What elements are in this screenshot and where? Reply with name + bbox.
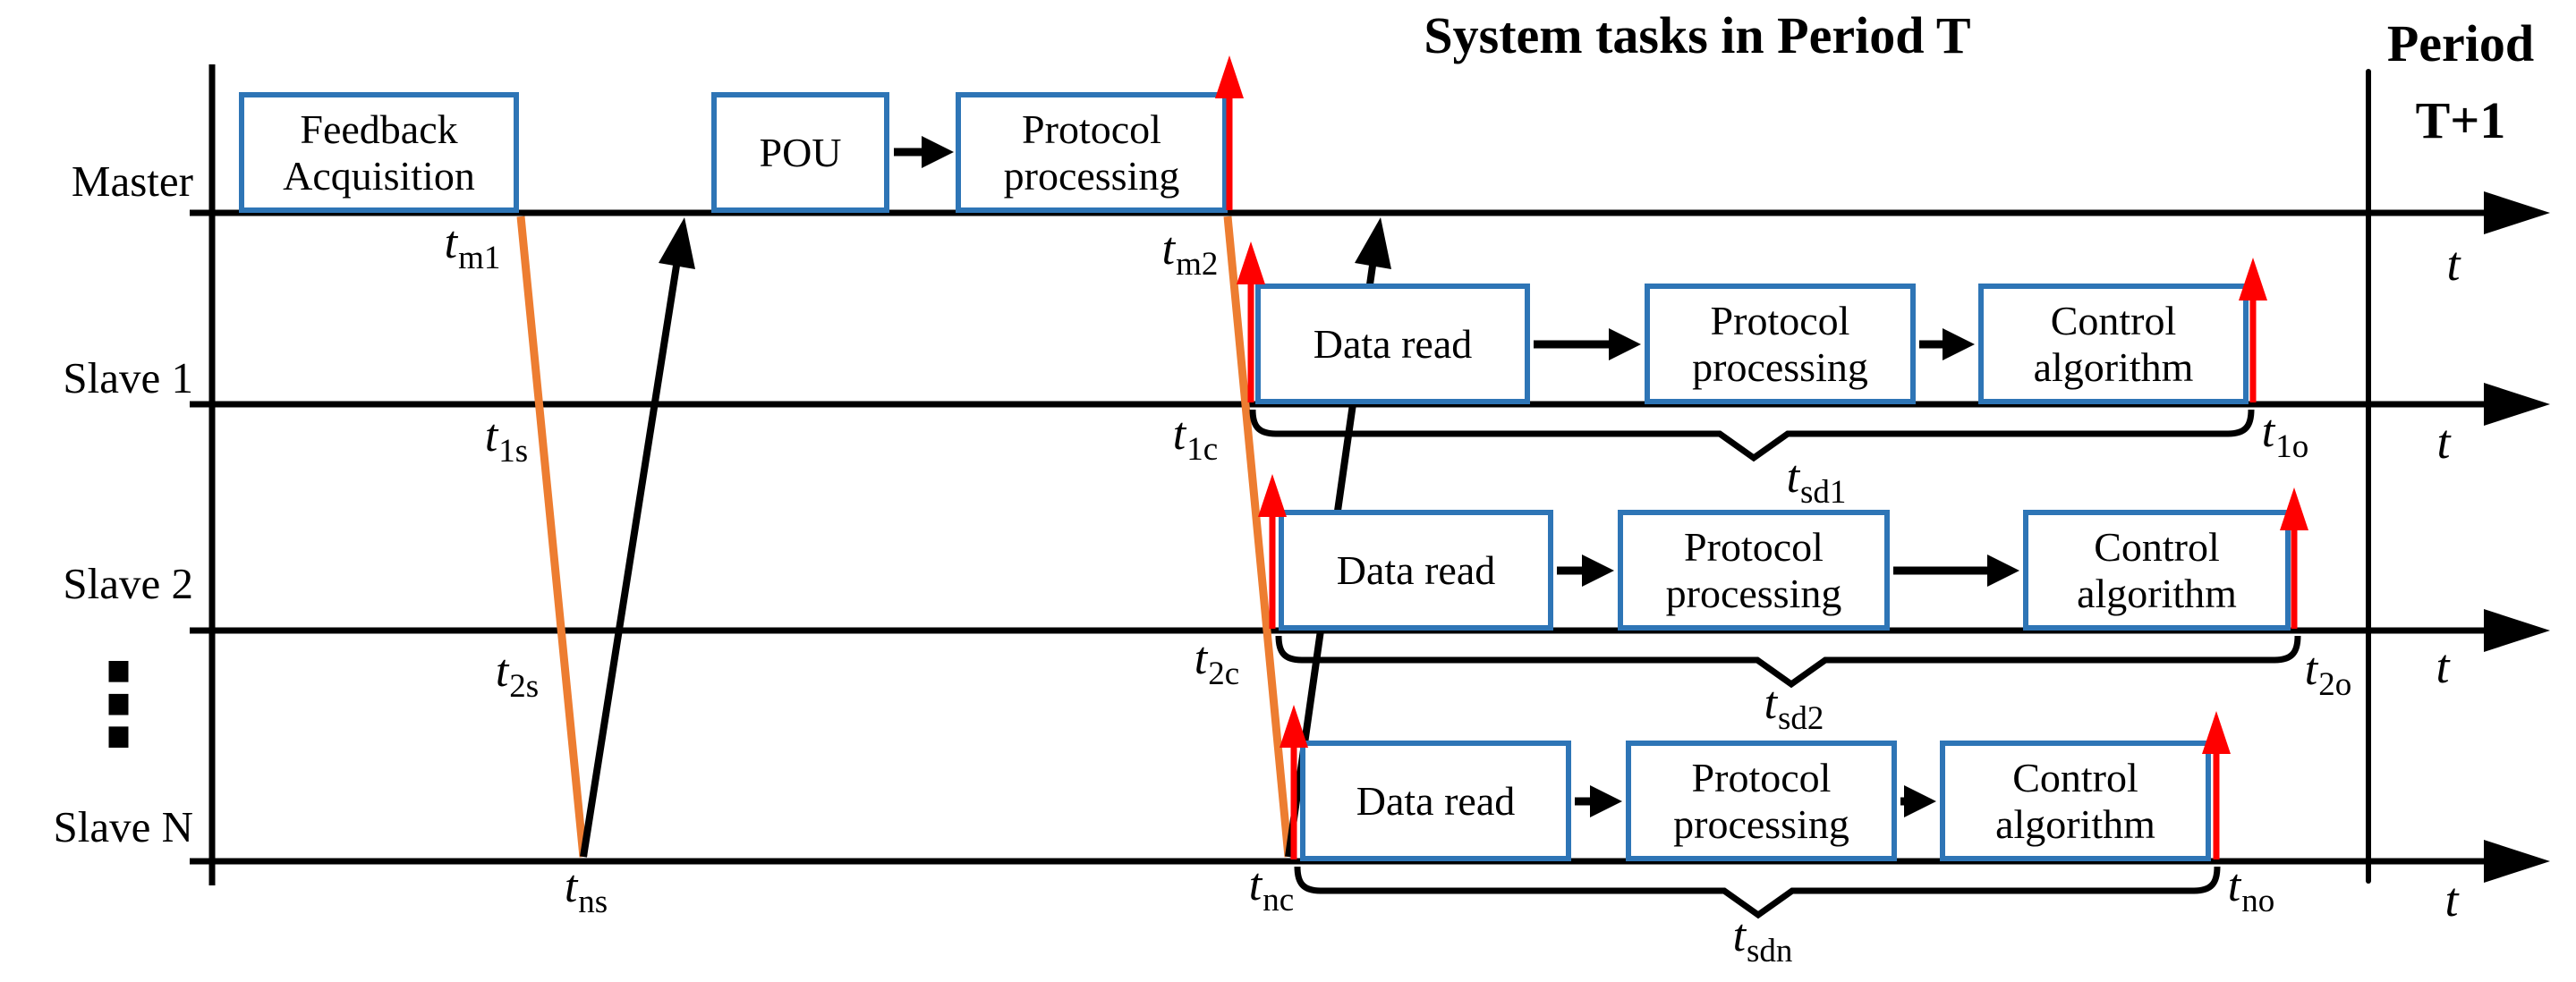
task-box-slaveN-data-read: Data read — [1300, 741, 1571, 861]
axis-t-slave1: t — [2436, 415, 2451, 469]
slave2-timeline — [190, 609, 2550, 652]
time-label-tm2: tm2 — [1161, 224, 1219, 283]
task-box-slave1-control-algorithm: Control algorithm — [1978, 284, 2249, 404]
time-label-t1o: t1o — [2261, 406, 2309, 465]
row-label-slave2: Slave 2 — [63, 559, 193, 608]
time-label-tns: tns — [564, 861, 608, 920]
slaveN-timeline — [190, 840, 2550, 883]
duration-label-tsdn: tsdn — [1732, 910, 1793, 969]
upstream-frame-arrowhead-1 — [659, 217, 695, 269]
row-label-master: Master — [71, 157, 193, 206]
axis-t-slaveN: t — [2444, 873, 2459, 927]
task-box-master-protocol-processing: Protocol processing — [956, 92, 1228, 213]
upstream-frame-arrowhead-2 — [1355, 217, 1391, 269]
slave1-timeline-arrowhead — [2484, 383, 2550, 426]
task-box-slave2-control-algorithm: Control algorithm — [2023, 510, 2291, 631]
row-label-slaveN: Slave N — [53, 802, 194, 851]
time-label-t2o: t2o — [2304, 644, 2352, 703]
time-label-t2s: t2s — [495, 646, 540, 705]
slaveN-dataread-to-protocol-arrow — [1575, 785, 1622, 817]
master-timeline-arrowhead — [2484, 191, 2550, 234]
event-arrow-t1o — [2239, 258, 2267, 402]
axis-t-master: t — [2446, 237, 2461, 291]
task-box-slaveN-control-algorithm: Control algorithm — [1940, 741, 2211, 861]
time-label-t1s: t1s — [484, 411, 529, 470]
event-arrow-tm2 — [1215, 55, 1244, 210]
duration-label-tsd2: tsd2 — [1764, 678, 1824, 737]
event-arrow-t2o — [2280, 487, 2308, 629]
master-pou-to-protocol-arrow — [894, 136, 954, 168]
slave2-timeline-arrowhead — [2484, 609, 2550, 652]
time-label-t2c: t2c — [1194, 633, 1240, 692]
task-box-slave2-data-read: Data read — [1279, 510, 1553, 631]
slaveN-protocol-to-control-arrow — [1900, 785, 1936, 817]
axis-t-slave2: t — [2436, 639, 2450, 693]
event-arrow-tnc — [1279, 705, 1308, 859]
event-arrow-t2c — [1258, 474, 1287, 629]
period-next-line1: Period — [2386, 14, 2535, 72]
slave1-timeline — [190, 383, 2550, 426]
slave1-duration-brace — [1249, 409, 2255, 462]
task-box-slaveN-protocol-processing: Protocol processing — [1626, 741, 1897, 861]
task-box-feedback-acquisition: Feedback Acquisition — [239, 92, 519, 213]
task-box-pou: POU — [711, 92, 889, 213]
event-arrow-tno — [2202, 711, 2231, 859]
slave1-protocol-to-control-arrow — [1919, 328, 1975, 360]
period-next-line2: T+1 — [2415, 90, 2506, 149]
slaveN-timeline-arrowhead — [2484, 840, 2550, 883]
slave2-duration-brace — [1275, 635, 2301, 689]
slave2-dataread-to-protocol-arrow — [1557, 554, 1614, 587]
task-box-slave2-protocol-processing: Protocol processing — [1618, 510, 1890, 631]
row-label-slave1: Slave 1 — [63, 353, 193, 402]
slaveN-duration-brace — [1294, 866, 2221, 919]
time-label-tnc: tnc — [1248, 859, 1295, 919]
upstream-frame-arrow-1 — [580, 217, 695, 858]
task-box-slave1-protocol-processing: Protocol processing — [1645, 284, 1916, 404]
downstream-frame-line-2 — [1223, 216, 1293, 858]
time-label-tno: tno — [2227, 860, 2275, 919]
task-box-slave1-data-read: Data read — [1255, 284, 1530, 404]
event-arrow-t1c — [1237, 241, 1265, 402]
period-next-block: Period T+1 — [2334, 5, 2576, 159]
time-label-t1c: t1c — [1172, 409, 1219, 468]
diagram-title: System tasks in Period T — [1424, 6, 1971, 64]
duration-label-tsd1: tsd1 — [1786, 452, 1847, 511]
master-timeline — [190, 191, 2550, 234]
time-label-tm1: tm1 — [444, 217, 501, 276]
slave-continuation-ellipsis: ⋮ — [63, 640, 174, 770]
slave1-dataread-to-protocol-arrow — [1534, 328, 1641, 360]
slave2-protocol-to-control-arrow — [1893, 554, 2019, 587]
downstream-frame-line-1 — [516, 216, 588, 858]
